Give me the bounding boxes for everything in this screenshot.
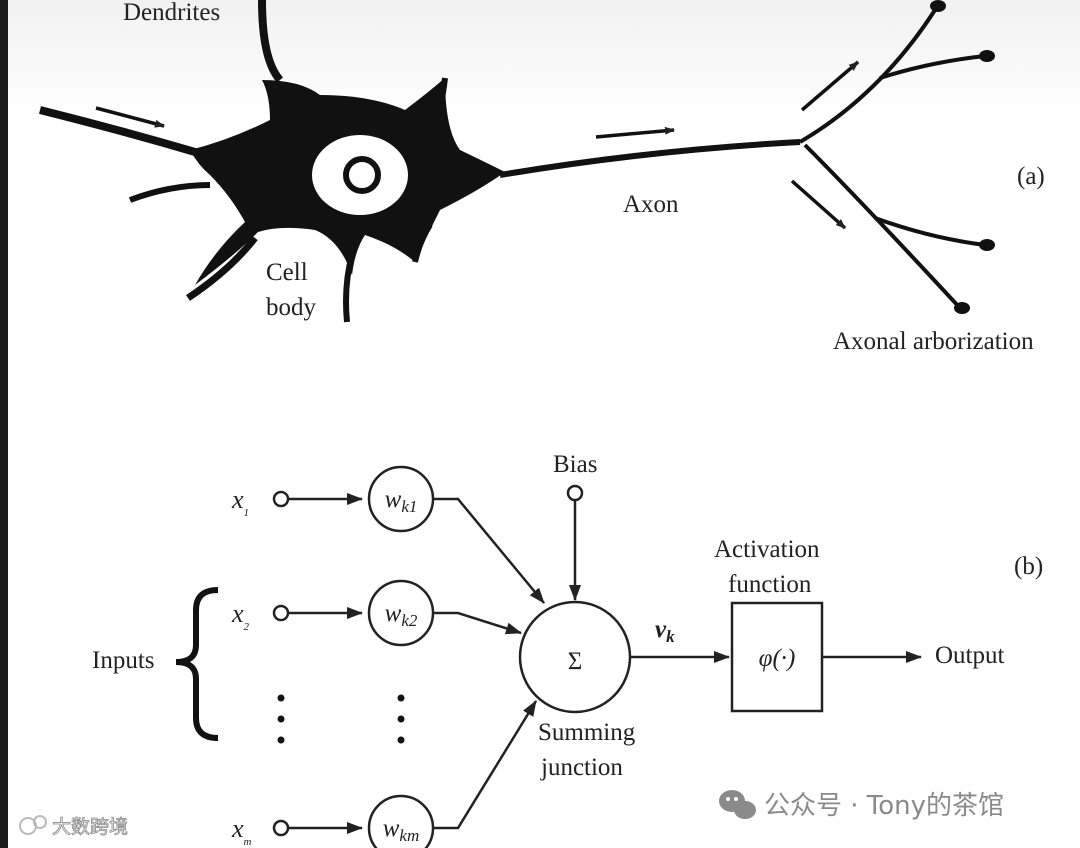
label-axon: Axon	[623, 191, 679, 218]
label-bias: Bias	[553, 451, 597, 478]
ellipsis-dots	[277, 694, 405, 744]
label-x2: x2	[231, 599, 250, 633]
signal-arrow-arbor-up	[800, 60, 860, 112]
arbor-lower	[803, 143, 962, 310]
terminal-3	[979, 239, 995, 251]
label-phi: φ(·)	[759, 645, 796, 672]
terminal-1	[930, 0, 946, 12]
dendrite-bottom-left	[186, 235, 258, 301]
weight-arrow-1	[433, 497, 545, 604]
label-wkm: wkm	[383, 815, 420, 845]
signal-arrow-dendrite	[95, 106, 165, 128]
input-node-m	[272, 819, 290, 837]
weight-arrow-m	[433, 700, 538, 830]
input-node-2	[272, 604, 290, 622]
watermark-left: 大数跨境	[19, 815, 128, 838]
label-wk1: wk1	[385, 486, 418, 516]
label-output: Output	[935, 642, 1005, 669]
bias-node	[566, 484, 584, 502]
artificial-neuron-model	[272, 465, 922, 848]
signal-arrow-arbor-down	[790, 179, 847, 230]
label-x1: x1	[231, 485, 249, 519]
label-wk2: wk2	[385, 600, 418, 630]
dendrite-left	[39, 106, 197, 156]
signal-arrow-axon	[595, 126, 675, 139]
panel-tag-a: (a)	[1017, 163, 1045, 190]
sum-symbol: Σ	[568, 648, 583, 675]
label-inputs: Inputs	[92, 647, 155, 674]
label-vk: vk	[655, 616, 675, 646]
arbor-upper-branch	[879, 54, 986, 80]
nucleolus	[343, 156, 381, 194]
label-dendrites: Dendrites	[123, 0, 220, 26]
watermark-right-text: 公众号 · Tony的茶馆	[764, 791, 1004, 821]
label-summing: Summing	[538, 719, 636, 746]
axon	[499, 139, 801, 178]
label-xm: xm	[231, 814, 252, 848]
input-node-1	[272, 490, 290, 508]
arbor-lower-branch	[874, 216, 986, 247]
watermark-left-text: 大数跨境	[52, 816, 128, 838]
label-cell-body-2: body	[266, 294, 317, 321]
weight-arrow-2	[433, 611, 522, 635]
dendrite-top	[258, 0, 284, 83]
label-cell-body-1: Cell	[266, 259, 308, 286]
label-junction: junction	[540, 754, 623, 781]
nucleus	[312, 135, 408, 215]
arbor-upper	[798, 8, 937, 144]
dendrite-left-lower	[128, 182, 211, 203]
panel-tag-b: (b)	[1014, 553, 1043, 580]
label-function: function	[728, 571, 812, 598]
terminal-2	[979, 50, 995, 62]
terminal-4	[954, 302, 970, 314]
biological-neuron	[39, 0, 995, 323]
label-activation: Activation	[714, 536, 820, 563]
label-axonal-arborization: Axonal arborization	[833, 328, 1034, 355]
inputs-brace	[175, 587, 219, 741]
watermark-right: 公众号 · Tony的茶馆	[719, 790, 1004, 821]
window-edge-bar	[0, 0, 8, 848]
